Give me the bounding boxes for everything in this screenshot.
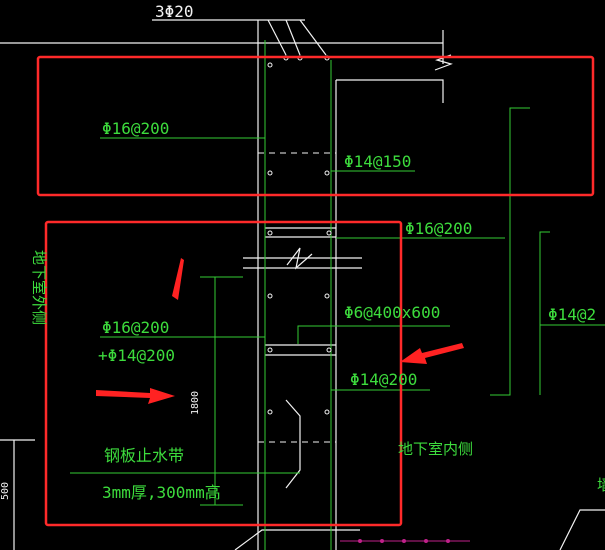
label-inner-bar: Φ14@200 [350,370,417,389]
bracket-right-1 [490,107,530,396]
label-far-right-bar: Φ14@2 [548,305,596,324]
arrow-pointing-down [172,258,184,300]
label-waterstop-1: 钢板止水带 [104,446,184,465]
labels: 3Φ20 Φ16@200 Φ14@150 Φ16@200 地下室外侧 Φ6@40… [0,2,605,502]
label-left-bar-1: Φ16@200 [102,318,169,337]
label-left-bar-2: +Φ14@200 [98,346,175,365]
rebar-dot [324,409,330,415]
label-edge-char: 墙 [597,476,605,494]
label-height-dim: 1800 [190,391,201,415]
leader-top-3 [299,19,327,56]
rebar-dot [267,347,273,353]
slab-step-line [336,79,444,103]
rebar-dot [324,170,330,176]
leader-top-2 [285,19,301,56]
waterstop-break [286,247,313,270]
highlight-box-upper [36,55,595,197]
arrow-pointing-right [96,388,175,404]
label-tie-bar: Φ6@400x600 [344,303,440,322]
footing-line [234,529,360,550]
label-waterstop-2: 3mm厚,300mm高 [102,483,221,502]
leader-top-1 [267,19,287,56]
dashed-bars [258,152,336,443]
label-interior-side: 地下室内侧 [398,440,473,458]
label-exterior-side: 地下室外侧 [30,250,48,325]
label-upper-mid-bar: Φ14@150 [344,152,411,171]
label-top-bars: 3Φ20 [155,2,194,21]
label-upper-left-bar: Φ16@200 [102,119,169,138]
leader-tie-bar [297,325,450,344]
rebar-dot [267,62,273,68]
bracket-right-2 [539,231,550,395]
rebar-dot [326,347,332,353]
rebar-dot [267,230,273,236]
rebar-dot [267,293,273,299]
highlight-box-lower [44,220,403,527]
rebar-dot [324,293,330,299]
label-edge-dim: 500 [0,482,11,500]
rebar-dot [267,170,273,176]
waterstop-plate [285,399,301,489]
rebar-dot [267,409,273,415]
rebar-dot [326,230,332,236]
rebar-lines [70,40,605,550]
right-foot-edge [559,509,605,550]
arrow-pointing-left [400,343,464,364]
label-right-bar: Φ16@200 [405,219,472,238]
red-arrows [96,258,464,404]
structure-lines [0,19,605,550]
